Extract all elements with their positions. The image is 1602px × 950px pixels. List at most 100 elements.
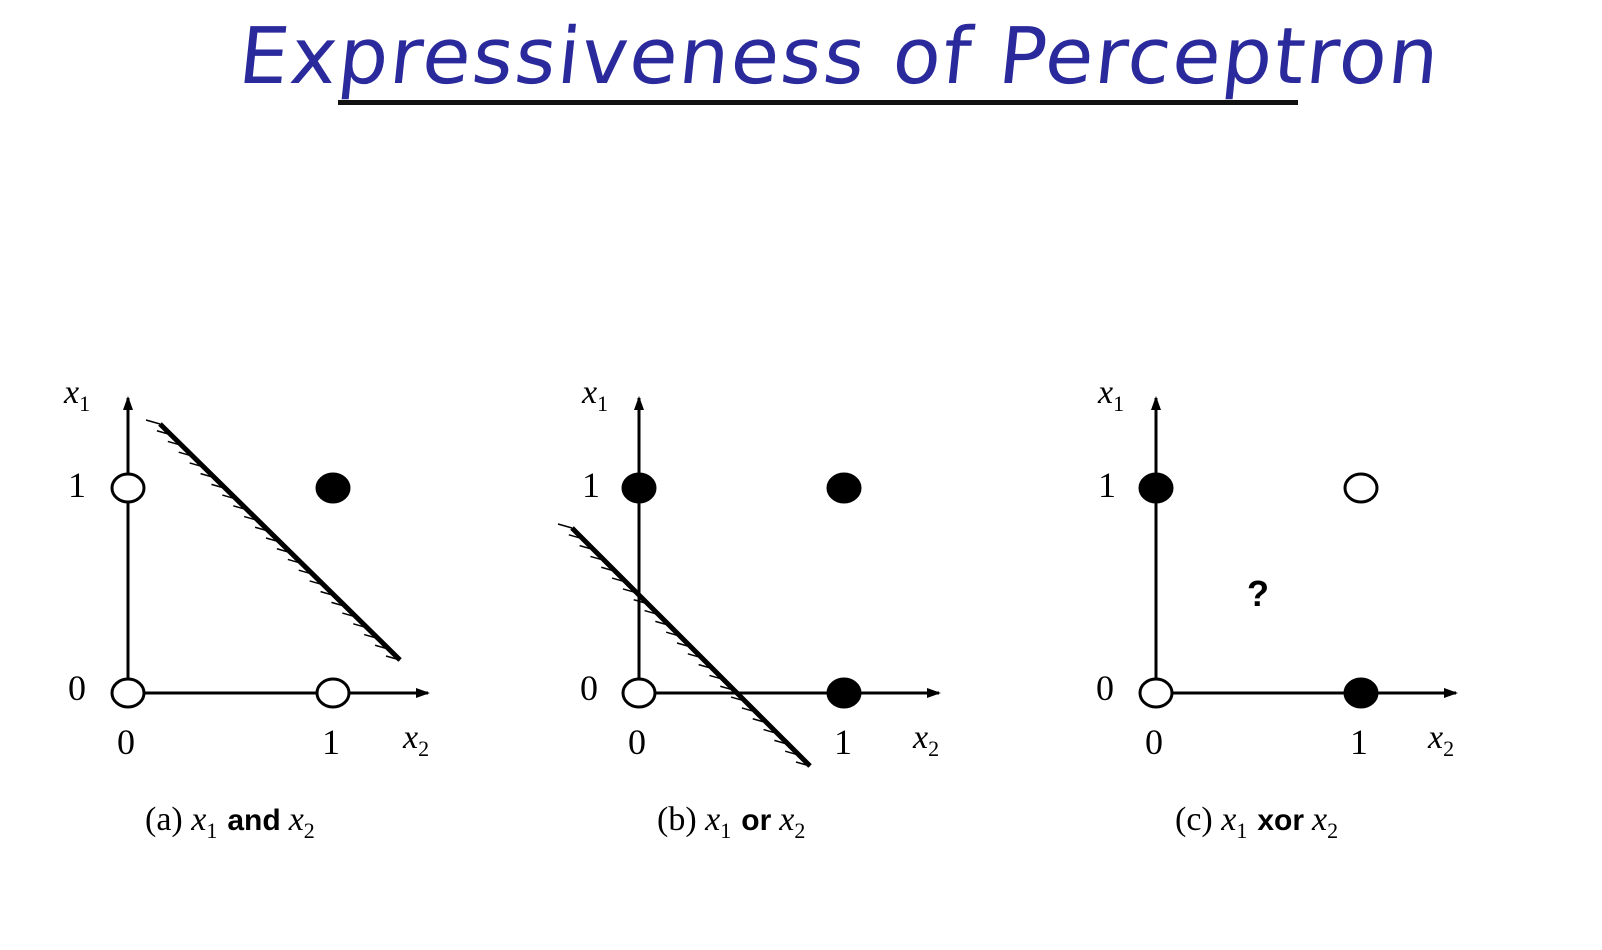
x1-axis-label: x1: [63, 374, 90, 416]
boundary-hatch: [752, 718, 767, 724]
boundary-hatch: [167, 440, 183, 447]
boundary-hatch: [254, 526, 270, 532]
x-tick-0: 0: [628, 722, 646, 762]
boundary-hatch: [298, 569, 313, 575]
x1-axis-var: x: [1097, 374, 1113, 411]
boundary-hatch: [730, 696, 746, 702]
boundary-hatch: [774, 739, 789, 746]
caption-prefix: (c): [1175, 801, 1221, 838]
boundary-hatch: [784, 750, 800, 756]
caption-var2: x: [288, 801, 304, 838]
negative-point: [110, 677, 146, 709]
boundary-hatch: [320, 590, 335, 597]
x2-axis-var: x: [912, 719, 928, 756]
caption-var1: x: [190, 801, 206, 838]
caption-op: or: [741, 804, 771, 837]
x2-axis-sub: 2: [418, 736, 429, 761]
x1-axis-var: x: [63, 374, 79, 411]
positive-point: [826, 472, 862, 504]
boundary-hatch: [265, 537, 281, 543]
x2-axis-label: x2: [1427, 719, 1454, 761]
x1-axis-sub: 1: [79, 391, 90, 416]
caption-prefix: (a): [145, 801, 191, 838]
caption-var1: x: [704, 801, 720, 838]
x-tick-0: 0: [117, 722, 135, 762]
x2-axis-var: x: [1427, 719, 1443, 756]
negative-point: [1138, 677, 1174, 709]
boundary-hatch: [676, 642, 692, 648]
boundary-hatch: [331, 601, 346, 608]
x1-axis-label: x1: [581, 374, 608, 416]
x2-axis-label: x2: [912, 719, 939, 761]
caption-prefix: (b): [657, 801, 705, 838]
x1-axis-sub: 1: [597, 391, 608, 416]
boundary-hatch: [200, 472, 215, 479]
positive-point: [1138, 472, 1174, 504]
boundary-hatch: [156, 430, 172, 436]
boundary-hatch: [611, 577, 627, 583]
y-tick-1: 1: [68, 465, 86, 505]
x-tick-1: 1: [1350, 722, 1368, 762]
boundary-hatch: [342, 612, 357, 618]
boundary-hatch: [622, 588, 638, 594]
y-tick-0: 0: [1096, 668, 1114, 708]
boundary-hatch: [633, 599, 648, 605]
caption-sub2: 2: [794, 818, 805, 843]
x2-axis-label: x2: [402, 719, 429, 761]
boundary-hatch: [741, 707, 757, 713]
boundary-hatch: [698, 663, 713, 670]
boundary-hatch: [211, 483, 226, 490]
boundary-hatch: [353, 623, 368, 629]
boundary-hatch: [590, 555, 605, 562]
boundary-hatch: [709, 674, 724, 681]
caption-var1: x: [1220, 801, 1236, 838]
x-tick-0: 0: [1145, 722, 1163, 762]
boundary-hatch: [374, 644, 390, 650]
caption-op: and: [227, 804, 280, 837]
boundary-hatch: [145, 419, 161, 425]
boundary-hatch: [720, 685, 735, 691]
negative-point: [621, 677, 657, 709]
negative-point: [1343, 472, 1379, 504]
boundary-hatch: [189, 462, 204, 468]
boundary-hatch: [222, 494, 237, 500]
positive-point: [315, 472, 351, 504]
x1-axis-var: x: [581, 374, 597, 411]
y-tick-0: 0: [580, 668, 598, 708]
boundary-hatch: [568, 534, 584, 540]
caption-sub1: 1: [206, 818, 217, 843]
title-underline: [338, 100, 1298, 105]
boundary-hatch: [233, 505, 248, 511]
boundary-hatch: [557, 523, 573, 529]
y-tick-0: 0: [68, 668, 86, 708]
caption-var2: x: [778, 801, 794, 838]
boundary-hatch: [276, 548, 292, 554]
y-tick-1: 1: [1098, 465, 1116, 505]
boundary-hatch: [287, 558, 303, 565]
caption-op: xor: [1257, 804, 1304, 837]
y-tick-1: 1: [582, 465, 600, 505]
negative-point: [315, 677, 351, 709]
caption-sub2: 2: [1327, 818, 1338, 843]
x1-axis-sub: 1: [1113, 391, 1124, 416]
boundary-hatch: [795, 761, 811, 767]
boundary-hatch: [687, 653, 703, 659]
negative-point: [110, 472, 146, 504]
boundary-hatch: [178, 451, 193, 457]
boundary-hatch: [644, 609, 659, 616]
boundary-hatch: [763, 728, 778, 735]
x-tick-1: 1: [322, 722, 340, 762]
positive-point: [1343, 677, 1379, 709]
boundary-hatch: [665, 631, 681, 637]
boundary-hatch: [309, 580, 324, 586]
caption-sub1: 1: [720, 818, 731, 843]
positive-point: [826, 677, 862, 709]
boundary-hatch: [655, 620, 670, 627]
